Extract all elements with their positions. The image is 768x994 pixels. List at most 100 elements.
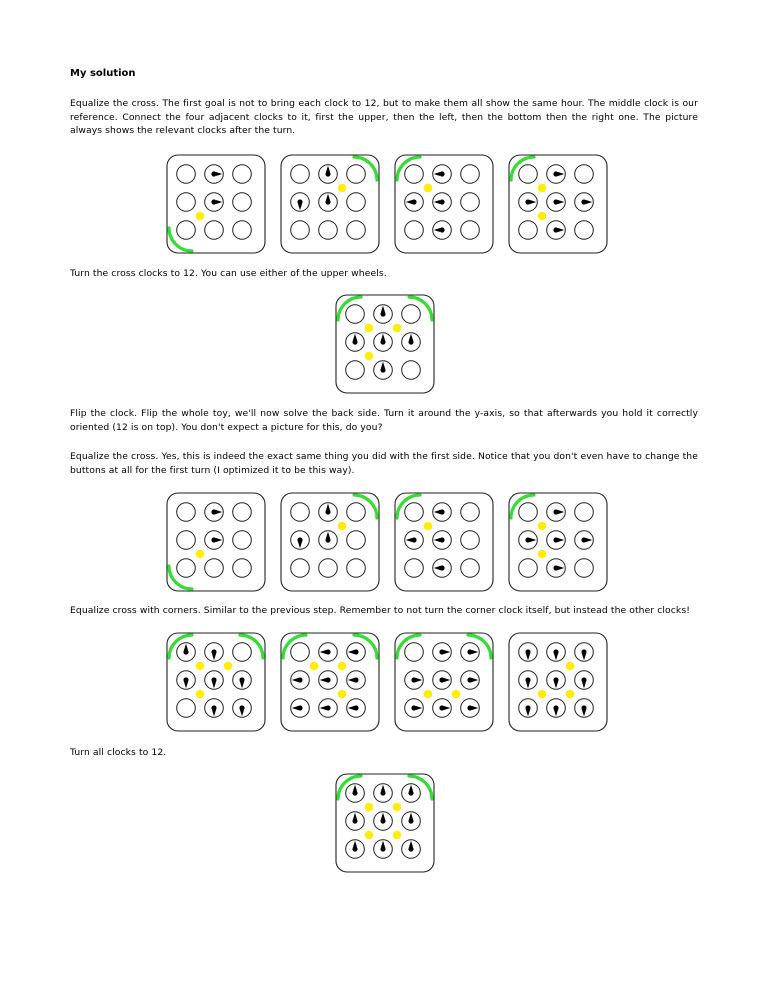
clock-hand-shape — [553, 171, 565, 177]
clock-hand — [411, 677, 423, 683]
clock-puzzle — [166, 492, 266, 592]
clock-hand-shape — [581, 677, 587, 689]
clock-hand-shape — [352, 812, 358, 824]
clock-puzzle-graphic — [508, 492, 608, 592]
clock-hand-shape — [408, 812, 414, 824]
clock-hand — [211, 199, 223, 205]
clock-hand — [239, 677, 245, 689]
clock-puzzle-graphic — [280, 492, 380, 592]
clock-puzzle-graphic — [280, 154, 380, 254]
active-wheel-tr — [352, 493, 379, 520]
clock-hand — [439, 705, 451, 711]
clock-face — [232, 192, 252, 212]
clock-hand-shape — [297, 199, 303, 211]
pressed-button-tr — [392, 323, 402, 333]
paragraph-equalize-cross-back: Equalize the cross. Yes, this is indeed … — [70, 451, 698, 476]
clock-face — [345, 304, 365, 324]
clock-hand — [553, 537, 565, 543]
clock-hand-shape — [325, 165, 331, 177]
active-wheel-tl — [336, 295, 363, 322]
clock-hand — [380, 305, 386, 317]
clock-face — [404, 558, 424, 578]
pressed-button-bl — [423, 689, 433, 699]
clock-hand-shape — [347, 677, 359, 683]
clock-hand-shape — [525, 677, 531, 689]
clock-hand-shape — [439, 677, 451, 683]
clock-face — [176, 558, 196, 578]
clock-face — [232, 164, 252, 184]
clock-hand-shape — [352, 784, 358, 796]
pressed-button-tr — [337, 183, 347, 193]
clock-hand — [433, 199, 445, 205]
clock-hand — [553, 705, 559, 717]
clock-face — [204, 220, 224, 240]
clock-hand — [553, 171, 565, 177]
clock-puzzle-graphic — [394, 492, 494, 592]
clock-hand-shape — [291, 677, 303, 683]
pressed-button-tl — [537, 183, 547, 193]
clock-hand-shape — [352, 333, 358, 345]
clock-hand — [380, 812, 386, 824]
clock-hand-shape — [183, 677, 189, 689]
clock-hand-shape — [380, 784, 386, 796]
clock-hand-shape — [211, 509, 223, 515]
clock-face — [346, 502, 366, 522]
clock-puzzle-graphic — [394, 632, 494, 732]
clock-hand-shape — [408, 784, 414, 796]
clock-puzzle-graphic — [335, 294, 435, 394]
clock-hand-shape — [553, 649, 559, 661]
clock-hand-shape — [433, 171, 445, 177]
clock-hand — [211, 649, 217, 661]
clock-hand-shape — [467, 677, 479, 683]
clock-hand-shape — [581, 537, 593, 543]
clock-hand-shape — [525, 537, 537, 543]
clock-hand — [408, 812, 414, 824]
clock-puzzle-graphic — [394, 154, 494, 254]
clock-hand — [319, 649, 331, 655]
active-wheel-bl — [167, 226, 194, 253]
clock-hand — [319, 677, 331, 683]
pressed-button-bl — [537, 689, 547, 699]
active-wheel-tr — [407, 295, 434, 322]
pressed-button-bl — [537, 549, 547, 559]
clock-hand-shape — [211, 537, 223, 543]
clock-hand — [433, 537, 445, 543]
clock-hand — [553, 199, 565, 205]
clock-hand-shape — [319, 677, 331, 683]
pressed-button-bl — [195, 689, 205, 699]
clock-hand-shape — [183, 643, 189, 655]
clock-hand — [380, 333, 386, 345]
clock-face — [518, 502, 538, 522]
clock-puzzle — [508, 154, 608, 254]
clock-face — [318, 220, 338, 240]
clock-hand — [467, 705, 479, 711]
clock-hand — [581, 677, 587, 689]
clock-face — [232, 530, 252, 550]
clock-puzzle — [335, 773, 435, 873]
clock-face — [176, 698, 196, 718]
clock-hand-shape — [553, 677, 559, 689]
clock-hand-shape — [525, 199, 537, 205]
clock-face — [232, 642, 252, 662]
pressed-button-tr — [392, 802, 402, 812]
clock-hand-shape — [467, 649, 479, 655]
clock-face — [345, 360, 365, 380]
pressed-button-bl — [364, 830, 374, 840]
pressed-button-tl — [537, 521, 547, 531]
clock-hand — [525, 199, 537, 205]
clock-face — [346, 558, 366, 578]
clock-hand-shape — [380, 840, 386, 852]
clock-hand — [319, 705, 331, 711]
clock-hand-shape — [467, 705, 479, 711]
pressed-button-br — [565, 689, 575, 699]
clock-hand-shape — [433, 509, 445, 515]
clock-face — [176, 164, 196, 184]
clock-hand-shape — [553, 565, 565, 571]
active-wheel-tl — [281, 633, 308, 660]
clock-puzzle-graphic — [166, 492, 266, 592]
clock-puzzle-graphic — [166, 154, 266, 254]
clock-hand-shape — [325, 531, 331, 543]
clock-hand-shape — [553, 705, 559, 717]
clock-puzzle — [166, 632, 266, 732]
clock-face — [460, 192, 480, 212]
